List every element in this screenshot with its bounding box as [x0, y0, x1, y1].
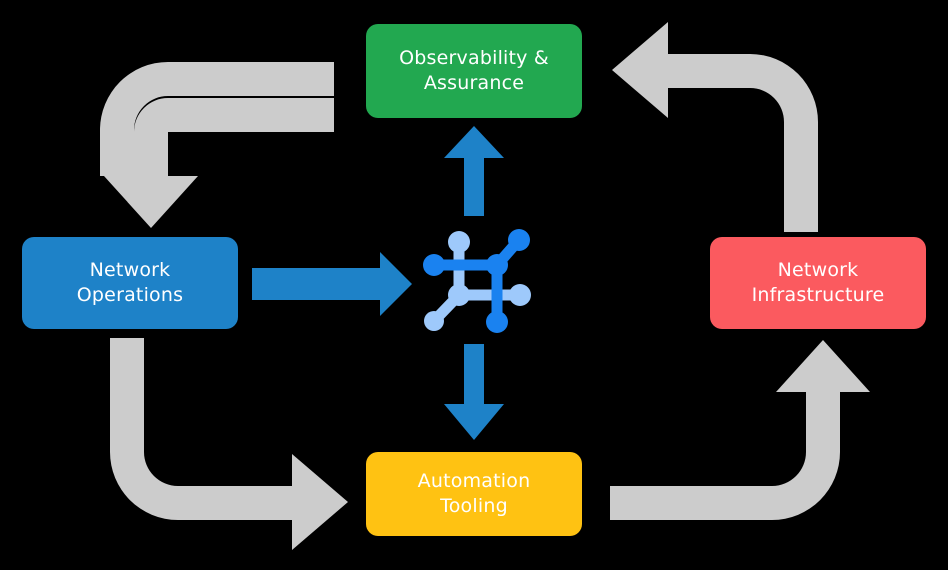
blue-arrow-center-to-observability	[444, 126, 504, 216]
gray-arrow-infrastructure-to-observability	[612, 22, 818, 232]
node-observability-assurance[interactable]: Observability & Assurance	[366, 24, 582, 118]
node-network-infrastructure[interactable]: Network Infrastructure	[710, 237, 926, 329]
gray-arrow-observability-to-operations	[104, 62, 334, 228]
network-topology-icon	[423, 229, 531, 333]
node-network-operations[interactable]: Network Operations	[22, 237, 238, 329]
gray-arrow-operations-to-automation	[110, 338, 348, 550]
node-automation-tooling[interactable]: Automation Tooling	[366, 452, 582, 536]
gray-arrow-observability-to-operations-stem	[100, 62, 334, 176]
gray-arrow-automation-to-infrastructure	[610, 340, 870, 520]
blue-arrow-operations-to-center	[252, 252, 412, 316]
blue-arrow-center-to-automation	[444, 344, 504, 440]
